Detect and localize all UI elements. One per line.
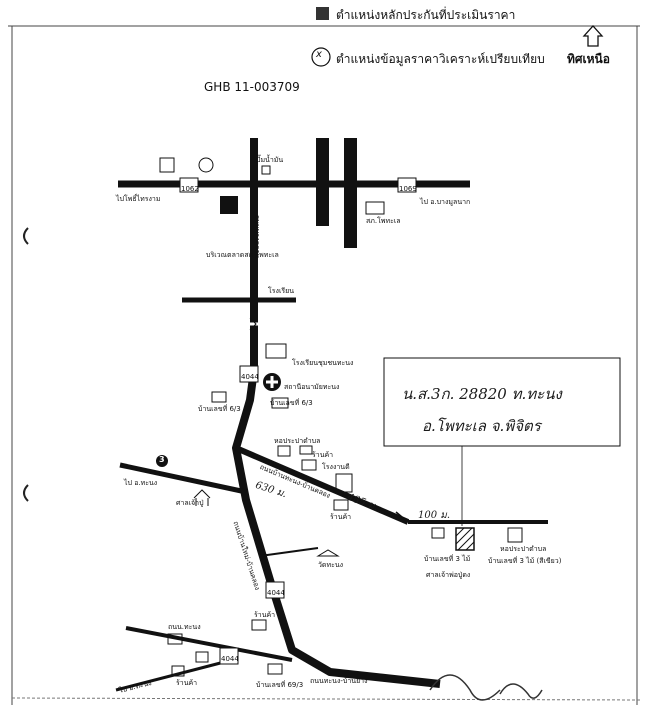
label-road-se: ถนนทะนง-บ้านยาง [310, 677, 368, 685]
route-shield-1069 [397, 177, 417, 193]
label-vertical-road: ถนนบางคลาน [253, 215, 261, 259]
temple-icon [316, 549, 340, 557]
stamp-scribble [429, 674, 543, 701]
road-to-collateral [234, 445, 410, 525]
label-shop-mid: ร้านค้า [330, 513, 352, 521]
shop-icon-mid-2 [333, 499, 349, 511]
label-dorm-top: หอประปาตำบล [274, 437, 321, 445]
page-border-bottom [11, 697, 641, 701]
legend-appraised-label: ตำแหน่งหลักประกันที่ประเมินราคา [336, 8, 516, 22]
label-shrine: ศาลเจ้าปู่ [176, 499, 204, 507]
label-house-right-a: บ้านเลขที่ 3 ไม้ [424, 555, 471, 563]
distance-100: 100 ม. [418, 510, 451, 521]
deed-callout-box [383, 357, 621, 447]
binder-hole-top [23, 227, 29, 245]
road-4044-main [232, 369, 441, 688]
label-shop-sw: ร้านค้า [254, 611, 276, 619]
document-code: GHB 11-003709 [204, 80, 300, 94]
house-icon-bottom [267, 663, 283, 675]
label-health-station: สถานีอนามัยทะนง [284, 383, 340, 391]
label-gas-station: ปั๊มน้ำมัน [256, 156, 284, 164]
label-temple: วัดทะนง [318, 561, 344, 569]
route-4044-b-label: 4044 [267, 589, 285, 597]
house-icon-right-a [431, 527, 445, 539]
rice-mill-icon [301, 459, 317, 471]
label-shop-bottom: ร้านค้า [176, 679, 198, 687]
road-west-branch [119, 462, 247, 495]
route-1069-label: 1069 [399, 185, 417, 193]
collateral-hatch-lines [455, 527, 475, 551]
police-emblem-icon [159, 157, 175, 173]
route-1062-label: 1062 [181, 185, 199, 193]
label-to-khlong: ไป อ.ทะนง [124, 479, 158, 487]
label-shop-top: ร้านค้า [312, 451, 334, 459]
road-break-zigzag [249, 317, 257, 331]
label-rice-mill: โรงงานดี [322, 463, 350, 471]
dorm-icon-right [507, 527, 523, 543]
shop-icon-bottom [251, 619, 267, 631]
hospital-building-icon [365, 201, 385, 215]
label-house-63-left: บ้านเลขที่ 6/3 [198, 405, 241, 413]
road-temple-branch [259, 547, 319, 557]
road-sw-lower [115, 658, 233, 692]
route-shield-1062 [179, 177, 199, 193]
temple-emblem-icon [198, 157, 214, 173]
health-cross [266, 376, 278, 388]
label-road-sw: ถนน.ทะนง [168, 623, 201, 631]
route-4044-a-label: 4044 [241, 373, 259, 381]
label-hospital: โรงเรียน [268, 287, 294, 295]
house-icon-sw-3 [171, 665, 185, 677]
label-police-station: สภ.โพทะเล [366, 217, 401, 225]
school-building-icon [265, 343, 287, 359]
route-shield-4044-b [265, 581, 285, 599]
gas-station-icon [261, 165, 271, 175]
house-icon-sw [167, 633, 183, 645]
binder-hole-bottom [23, 484, 29, 502]
label-shrine-right: ศาลเจ้าพ่อปู่ดง [426, 571, 471, 579]
house-icon-63-left [211, 391, 227, 403]
collateral-location-hatched [455, 527, 475, 551]
shop-icon-mid [335, 473, 353, 493]
legend-x-marker: x [316, 49, 322, 60]
railway-block-right [344, 138, 357, 248]
label-district-hall: บริเวณตลาดสด โพทะเล [206, 251, 279, 259]
deed-line-1: น.ส.3ก. 28820 ท.ทะนง [402, 385, 562, 403]
deed-line-2: อ.โพทะเล จ.พิจิตร [422, 417, 541, 435]
legend-comparable-label: ตำแหน่งข้อมูลราคาวิเคราะห์เปรียบเทียบ [336, 52, 545, 66]
north-arrow-icon [582, 25, 604, 47]
label-house-bottom: บ้านเลขที่ 69/3 [256, 681, 304, 689]
route-4044-c-label: 4044 [221, 655, 239, 663]
shop-icon-top [299, 445, 313, 455]
road-sw-upper [125, 626, 293, 662]
inset-road-thin [395, 511, 409, 523]
house-icon-sw-2 [195, 651, 209, 663]
legend-hatched-square [316, 7, 329, 20]
label-dorm-right: หอประปาตำบล [500, 545, 547, 553]
label-house-63-top: บ้านเลขที่ 6/3 [270, 399, 313, 407]
legend-x-circle [311, 47, 331, 67]
route-shield-4044-c [219, 647, 239, 665]
route-shield-4044-a [239, 365, 259, 383]
route-circle-3 [156, 455, 168, 467]
railway-block-left [316, 138, 329, 226]
district-office-icon [220, 196, 238, 214]
route-circle-3-label: 3 [159, 455, 165, 464]
label-house-right-b: บ้านเลขที่ 3 ไม้ (สีเขียว) [488, 557, 562, 565]
label-school: โรงเรียนชุมชนทะนง [292, 359, 354, 367]
label-to-east: ไป อ.บางมูลนาก [420, 198, 471, 206]
dorm-icon-top [277, 445, 291, 457]
house-icon-63-top [271, 397, 289, 409]
shrine-icon [193, 489, 211, 506]
label-to-west: ไปโพธิ์ไทรงาม [116, 195, 161, 203]
north-label: ทิศเหนือ [567, 52, 610, 66]
